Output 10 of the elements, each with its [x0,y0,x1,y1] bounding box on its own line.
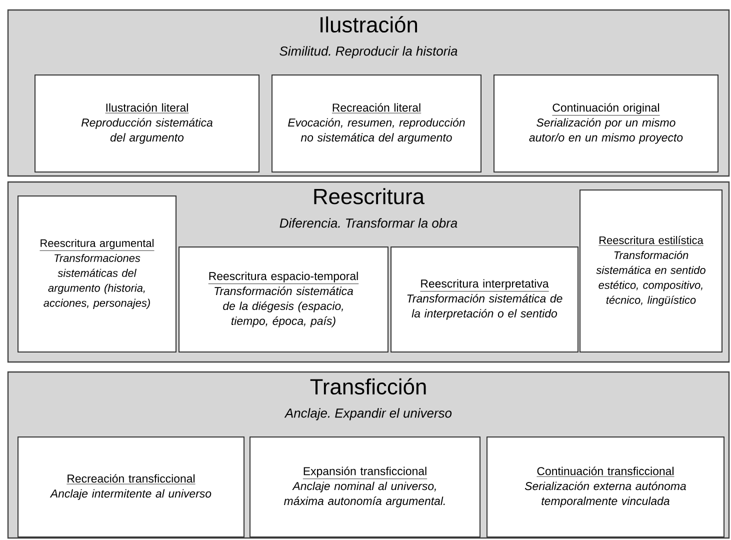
category-box: Continuación transficcional Serialización externa autónoma temporalmente vinculada [486,436,724,538]
category-box: Reescritura argumental Transformaciones sistemáticas del argumento (historia, acciones, personajes) [18,195,176,352]
category-box: Reescritura estilística Transformación sistemática en sentido estético, compositivo, técnico, lingüístico [580,189,722,352]
category-box: Recreación transficcional Anclaje intermitente al universo [18,436,244,538]
category-box: Ilustración literal Reproducción sistemática del argumento [34,74,260,172]
category-box: Recreación literal Evocación, resumen, reproducción no sistemática del argumento [272,74,482,172]
category-box: Reescritura espacio-temporal Transformación sistemática de la diégesis (espacio, tiempo, época, país) [178,246,388,352]
category-box: Expansión transficcional Anclaje nominal al universo, máxima autonomía argumental. [250,436,480,538]
category-box: Reescritura interpretativa Transformación sistemática de la interpretación o el sentido [390,246,578,352]
category-box: Continuación original Serialización por un mismo autor/o en un mismo proyecto [494,74,718,172]
